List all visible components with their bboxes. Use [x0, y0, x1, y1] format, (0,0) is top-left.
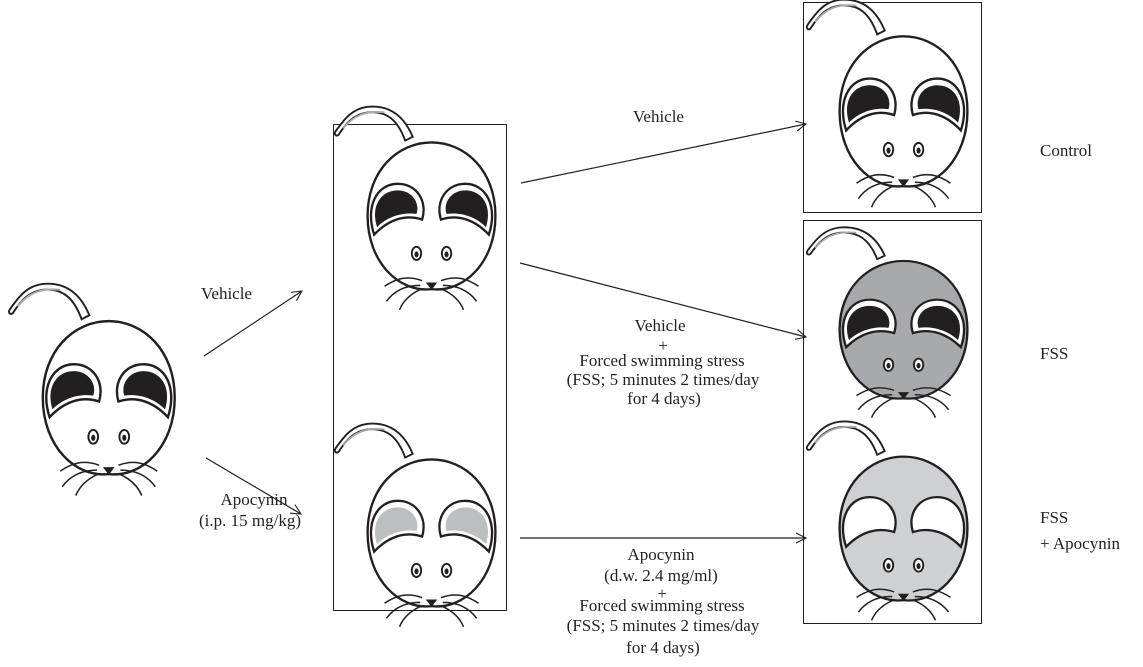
vehicle-to-fss-schedule: (FSS; 5 minutes 2 times/day [567, 370, 760, 390]
vehicle-mouse [335, 107, 496, 310]
apocynin-initial-label: Apocynin [220, 490, 287, 510]
vehicle-to-control-label: Vehicle [633, 107, 684, 127]
apocynin-to-fss-stress: Forced swimming stress [579, 596, 744, 616]
group-fss-apocynin-plus: + Apocynin [1040, 534, 1120, 554]
apocynin-to-fss-schedule: (FSS; 5 minutes 2 times/day [567, 616, 760, 636]
fss-apocynin-mouse [807, 421, 968, 620]
apocynin-to-fss-dose: (d.w. 2.4 mg/ml) [604, 566, 718, 586]
vehicle-to-fss-stress: Forced swimming stress [579, 351, 744, 371]
group-fss-label: FSS [1040, 344, 1068, 364]
group-control-label: Control [1040, 141, 1092, 161]
apocynin-to-fss-apocynin: Apocynin [627, 545, 694, 565]
vehicle-to-fss-vehicle: Vehicle [635, 316, 686, 336]
initial-mouse [9, 284, 175, 496]
vehicle-initial-label: Vehicle [201, 284, 252, 304]
vehicle-to-fss-duration: for 4 days) [627, 389, 701, 409]
control-mouse [807, 0, 968, 207]
fss-mouse [807, 227, 968, 417]
apocynin-to-fss-duration: for 4 days) [626, 638, 700, 658]
apocynin-mouse [335, 424, 496, 627]
apocynin-initial-dose: (i.p. 15 mg/kg) [199, 511, 301, 531]
group-fss-apocynin-label: FSS [1040, 508, 1068, 528]
